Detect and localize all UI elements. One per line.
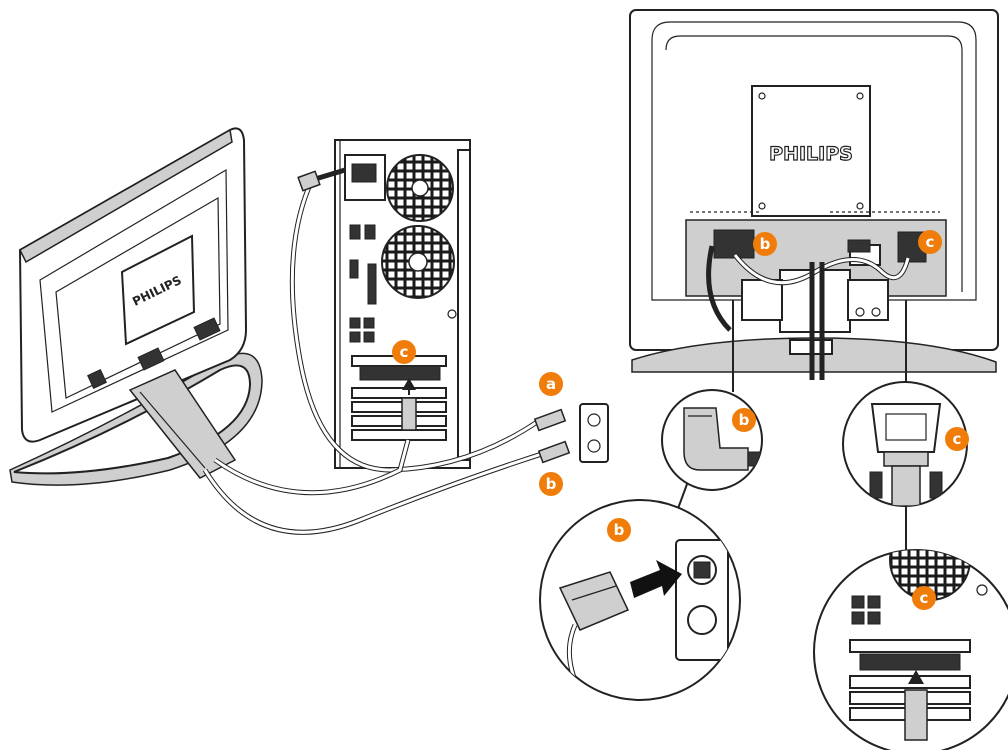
detail-pc-port: [814, 520, 1008, 750]
monitor-side-view: PHILIPS: [10, 128, 262, 485]
callout-badge-b-outlet: b: [539, 472, 563, 496]
monitor-back-logo: PHILIPS: [769, 143, 853, 165]
svg-text:b: b: [614, 521, 625, 539]
svg-text:b: b: [546, 475, 557, 493]
detail-wall-plug: [540, 500, 740, 700]
callout-badge-b-monitor: b: [753, 232, 777, 256]
callout-badge-b-power-detail: b: [732, 408, 756, 432]
wall-outlet-icon: [580, 404, 608, 462]
svg-text:b: b: [760, 235, 771, 253]
pc-tower: [335, 140, 470, 468]
svg-text:c: c: [953, 430, 962, 448]
callout-badge-a-outlet: a: [539, 372, 563, 396]
monitor-back-view: PHILIPS: [630, 10, 998, 380]
callout-badge-c-port-detail: c: [912, 586, 936, 610]
callout-badge-c-vga-detail: c: [945, 427, 969, 451]
detail-power-connector: [662, 390, 766, 490]
vga-connector-icon: [872, 404, 940, 452]
svg-text:b: b: [739, 411, 750, 429]
callout-badge-c-monitor: c: [918, 230, 942, 254]
callout-badge-b-plug-detail: b: [607, 518, 631, 542]
svg-text:c: c: [400, 343, 409, 361]
svg-text:c: c: [926, 233, 935, 251]
callout-badge-c-tower: c: [392, 340, 416, 364]
svg-text:a: a: [546, 375, 556, 393]
svg-text:c: c: [920, 589, 929, 607]
